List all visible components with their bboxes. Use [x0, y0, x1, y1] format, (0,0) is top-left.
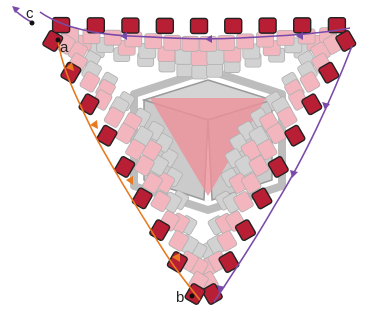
bead-red — [225, 18, 242, 33]
label-c: c — [26, 5, 34, 22]
bead-pink — [104, 30, 121, 45]
bead-red — [294, 18, 311, 33]
bead-pink — [145, 34, 162, 49]
bead-pink — [277, 30, 294, 45]
bead-pink — [191, 50, 208, 65]
bead-pink — [257, 32, 274, 47]
bead-red — [122, 18, 139, 33]
bead-pink — [207, 50, 224, 65]
bead-gray — [192, 65, 208, 79]
bead-red — [156, 18, 173, 33]
bead-pink — [125, 32, 142, 47]
bead-pink — [237, 34, 254, 49]
arrowhead-icon — [12, 6, 20, 13]
label-a: a — [60, 39, 69, 56]
bead-gray — [207, 63, 223, 77]
bead-red — [259, 18, 276, 33]
bead-red — [284, 125, 305, 147]
label-b: b — [176, 289, 184, 306]
bead-gray — [177, 63, 193, 77]
bead-red — [191, 18, 208, 33]
dot-icon — [190, 294, 195, 299]
